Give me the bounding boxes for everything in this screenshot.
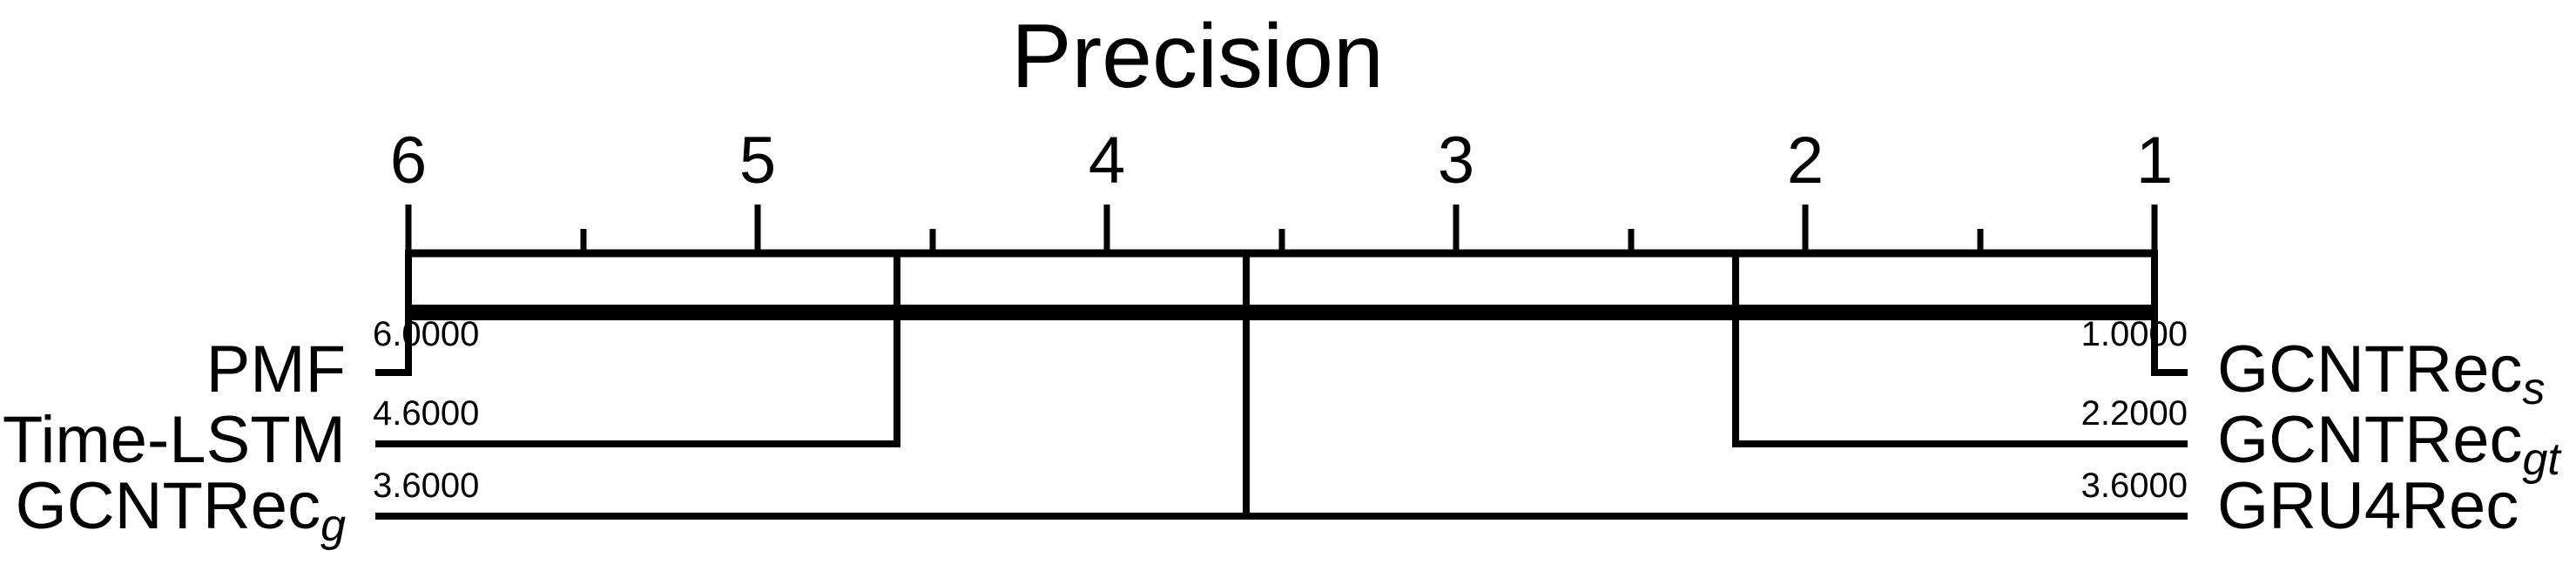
rank-label-pmf: 6.0000 (373, 315, 479, 353)
method-label-gru4rec: GRU4Rec (2217, 469, 2519, 543)
method-label-gcntrec-g: GCNTRecg (16, 469, 346, 551)
method-label-time-lstm: Time-LSTM (3, 403, 346, 477)
rank-label-gcntrec-gt: 2.2000 (2081, 394, 2188, 433)
rank-label-time-lstm: 4.6000 (373, 394, 479, 433)
connector-gcntrec-s (2151, 250, 2188, 376)
tick-label-3: 3 (1438, 124, 1474, 198)
left-connectors (375, 250, 1250, 520)
method-label-pmf: PMF (206, 332, 346, 406)
tick-labels: 6 5 4 3 2 1 (390, 124, 2173, 198)
major-ticks (405, 205, 2158, 257)
method-label-gcntrec-gt: GCNTRecgt (2217, 403, 2562, 485)
connector-gcntrec-g (375, 250, 1250, 520)
minor-ticks (580, 229, 1984, 257)
connector-pmf (375, 250, 412, 376)
right-connectors (1246, 250, 2188, 520)
subscript-gt: gt (2522, 434, 2562, 485)
tick-label-4: 4 (1089, 124, 1125, 198)
tick-label-1: 1 (2136, 124, 2173, 198)
subscript-s: s (2522, 364, 2545, 414)
method-label-gcntrec-s: GCNTRecs (2217, 332, 2545, 414)
tick-label-5: 5 (739, 124, 776, 198)
rank-label-gru4rec: 3.6000 (2081, 467, 2188, 505)
connector-time-lstm (375, 250, 900, 447)
tick-label-2: 2 (1787, 124, 1824, 198)
subscript-g: g (320, 500, 346, 551)
chart-title: Precision (1011, 6, 1384, 107)
rank-label-gcntrec-s: 1.0000 (2081, 315, 2188, 353)
rank-label-gcntrec-g: 3.6000 (373, 467, 479, 505)
tick-label-6: 6 (390, 124, 427, 198)
connector-gcntrec-gt (1732, 250, 2188, 447)
